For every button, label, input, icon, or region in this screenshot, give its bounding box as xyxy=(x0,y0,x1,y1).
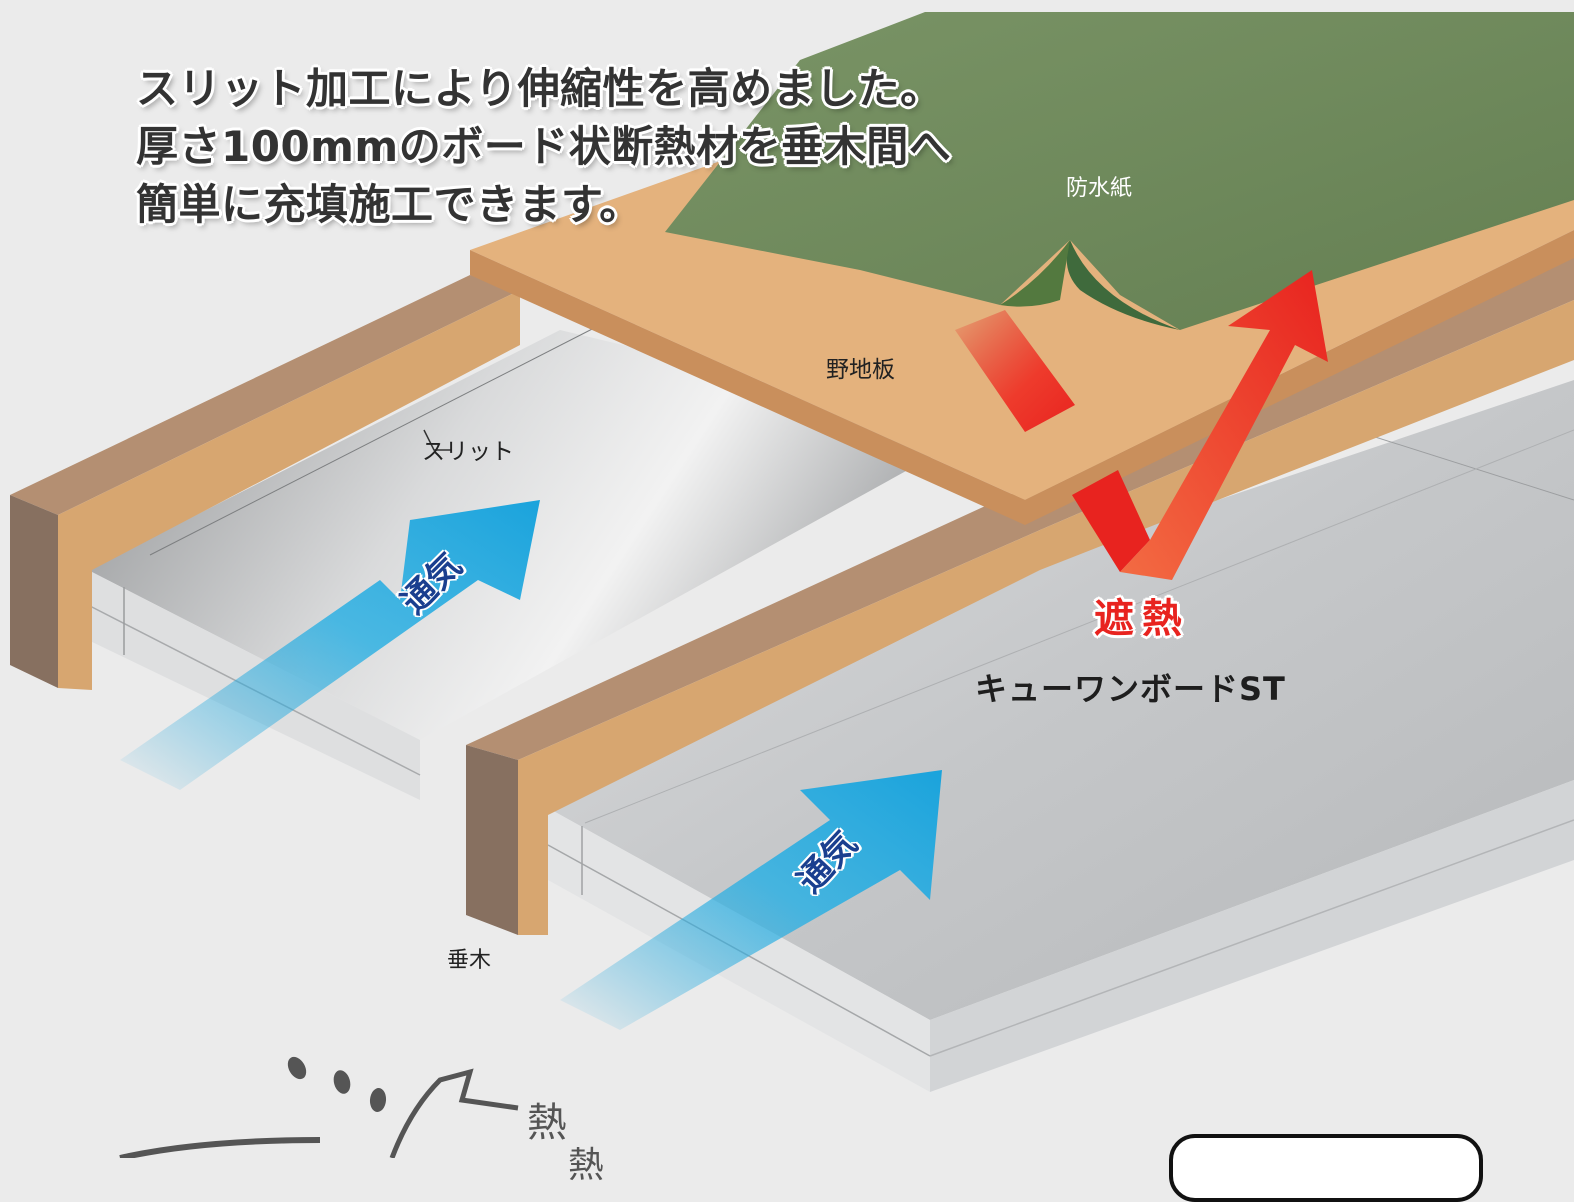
heat-reflect-arrow-icon xyxy=(955,270,1328,580)
heat-arrow-icon xyxy=(119,1056,519,1158)
ventilation-arrow-icon xyxy=(120,500,942,1030)
waterproof-paper xyxy=(665,12,1574,330)
label-waterproof-paper: 防水紙 xyxy=(1066,176,1133,201)
label-heat: 熱 xyxy=(527,1100,567,1146)
slit-leader-line xyxy=(423,429,452,451)
rafter-left xyxy=(10,275,520,690)
label-heat-partial: 熱 xyxy=(568,1145,605,1186)
info-badge xyxy=(1169,1134,1483,1202)
headline-line-2: 厚さ100mmのボード状断熱材を垂木間へ xyxy=(136,122,952,171)
headline-line-1: スリット加工により伸縮性を高めました。 xyxy=(136,64,943,113)
label-product-name: キューワンボードST xyxy=(975,670,1286,708)
label-slit: スリット xyxy=(422,439,514,465)
headline: スリット加工により伸縮性を高めました。 厚さ100mmのボード状断熱材を垂木間へ… xyxy=(136,60,951,234)
headline-line-3: 簡単に充填施工できます。 xyxy=(136,180,642,229)
label-rafter: 垂木 xyxy=(447,948,492,973)
label-heat-shield: 遮熱 xyxy=(1094,596,1190,642)
label-sheathing-board: 野地板 xyxy=(826,357,895,383)
roof-cross-section-diagram xyxy=(10,12,1574,1158)
